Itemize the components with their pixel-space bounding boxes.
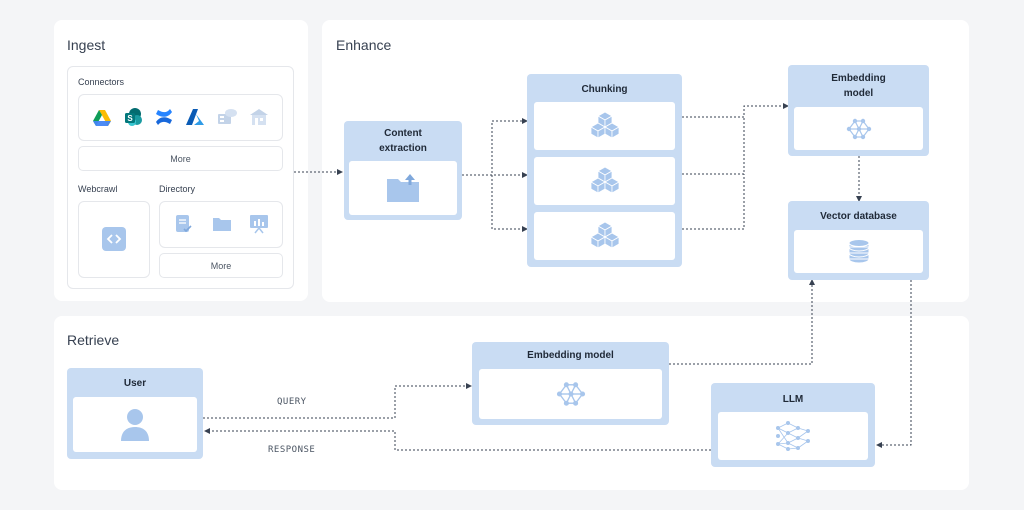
ingest-title: Ingest: [67, 37, 106, 53]
confluence-icon[interactable]: [154, 107, 174, 127]
content-extraction-title: Content extraction: [379, 128, 427, 154]
enhance-title: Enhance: [336, 37, 392, 53]
llm-body: [718, 412, 868, 460]
document-check-icon[interactable]: [175, 214, 193, 234]
vector-database-node[interactable]: Vector database: [788, 201, 929, 280]
retrieve-title: Retrieve: [67, 332, 120, 348]
embedding-model-enhance-title: Embedding model: [831, 73, 886, 99]
user-node[interactable]: User: [67, 368, 203, 459]
code-icon: [102, 227, 126, 251]
user-body: [73, 397, 197, 452]
connectors-icon-row: [78, 94, 283, 141]
chunk-3: [534, 212, 675, 260]
content-extraction-body: [349, 161, 457, 215]
user-icon: [121, 408, 149, 441]
connectors-more-button[interactable]: More: [78, 146, 283, 171]
presentation-icon[interactable]: [249, 214, 269, 234]
neural-network-icon: [556, 382, 585, 406]
building-icon[interactable]: [249, 108, 269, 126]
directory-label: Directory: [159, 184, 196, 194]
database-icon: [848, 238, 869, 263]
database-cloud-icon[interactable]: [216, 108, 238, 126]
vector-database-body: [794, 230, 923, 273]
embedding-model-retrieve-body: [479, 369, 662, 419]
svg-text:S: S: [127, 114, 133, 123]
embedding-model-enhance-body: [794, 107, 923, 150]
chunk-2: [534, 157, 675, 205]
azure-icon[interactable]: [185, 108, 205, 126]
cubes-icon: [589, 166, 620, 194]
deep-network-icon: [776, 421, 810, 451]
chunking-title: Chunking: [581, 84, 628, 95]
query-label: QUERY: [277, 397, 307, 407]
cubes-icon: [589, 221, 620, 249]
content-extraction-node[interactable]: Content extraction: [344, 121, 462, 220]
folder-upload-icon: [387, 174, 419, 202]
google-drive-icon[interactable]: [92, 109, 112, 127]
response-label: RESPONSE: [268, 445, 316, 455]
sharepoint-icon[interactable]: S: [123, 107, 143, 127]
user-title: User: [123, 378, 147, 389]
vector-database-title: Vector database: [820, 211, 897, 222]
embedding-model-retrieve-node[interactable]: Embedding model: [472, 342, 669, 425]
neural-network-icon: [846, 118, 871, 139]
directory-more-button[interactable]: More: [159, 253, 283, 278]
cubes-icon: [589, 111, 620, 139]
llm-node[interactable]: LLM: [711, 383, 875, 467]
chunking-node[interactable]: Chunking: [527, 74, 682, 267]
llm-title: LLM: [782, 394, 804, 405]
chunk-1: [534, 102, 675, 150]
webcrawl-label: Webcrawl: [78, 184, 118, 194]
embedding-model-enhance-node[interactable]: Embedding model: [788, 65, 929, 156]
connectors-label: Connectors: [78, 77, 125, 87]
embedding-model-retrieve-title: Embedding model: [527, 350, 614, 361]
folder-icon[interactable]: [212, 215, 232, 233]
